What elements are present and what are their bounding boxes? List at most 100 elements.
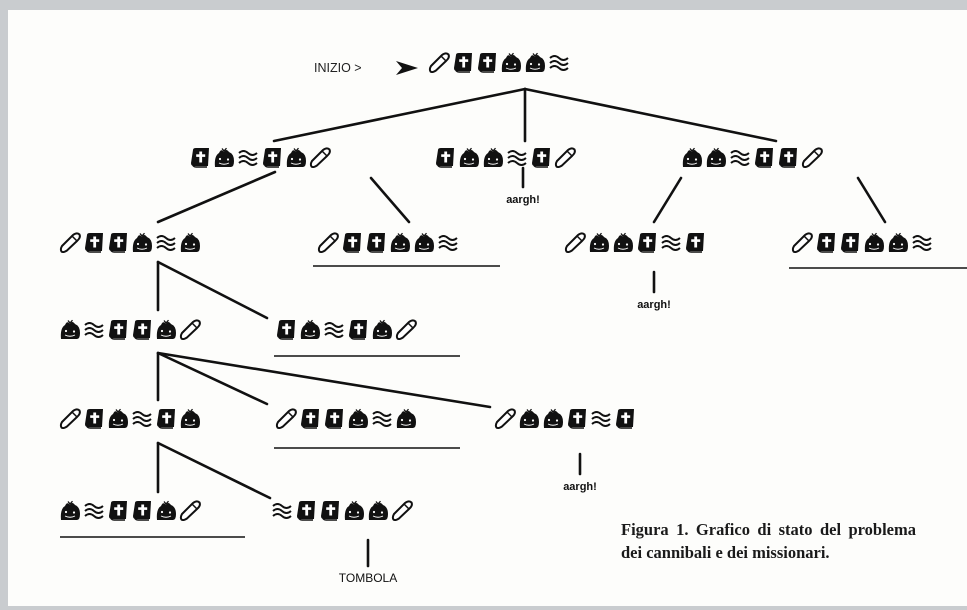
boat-icon <box>179 500 201 522</box>
bible-icon <box>108 232 128 253</box>
state-node <box>60 500 201 522</box>
cannibal-icon <box>483 147 504 168</box>
bible-icon <box>567 408 587 429</box>
edge <box>652 176 683 224</box>
start-label: INIZIO > <box>314 61 362 75</box>
river-icon <box>661 235 681 251</box>
state-node <box>276 319 417 341</box>
boat-icon <box>801 147 823 169</box>
cannibal-icon <box>156 500 177 521</box>
cannibal-icon <box>414 232 435 253</box>
state-graph: INIZIO > aargh! aargh! aargh! TOMBOLA <box>59 52 967 585</box>
state-node <box>791 232 932 254</box>
cannibal-icon <box>180 408 201 429</box>
river-icon <box>912 235 932 251</box>
edge <box>272 87 527 143</box>
page: INIZIO > aargh! aargh! aargh! TOMBOLA Fi… <box>8 10 967 606</box>
bible-icon <box>190 147 210 168</box>
state-node <box>59 232 201 254</box>
cannibal-icon <box>706 147 727 168</box>
figure-caption: Figura 1. Grafico di stato del problema … <box>621 520 916 562</box>
river-icon <box>84 503 104 519</box>
cannibal-icon <box>390 232 411 253</box>
boat-icon <box>59 232 81 254</box>
cannibal-icon <box>682 147 703 168</box>
boat-icon <box>179 319 201 341</box>
bible-icon <box>132 319 152 340</box>
state-node <box>564 232 705 254</box>
bible-icon <box>366 232 386 253</box>
boat-icon <box>428 52 450 74</box>
cannibal-icon <box>300 319 321 340</box>
start-arrow-icon <box>396 61 418 75</box>
bible-icon <box>84 408 104 429</box>
cannibal-icon <box>180 232 201 253</box>
boat-icon <box>554 147 576 169</box>
state-node <box>317 232 458 254</box>
cannibal-icon <box>864 232 885 253</box>
state-node <box>59 408 201 430</box>
river-icon <box>730 150 750 166</box>
bible-icon <box>156 408 176 429</box>
cannibal-icon <box>156 319 177 340</box>
death-label: aargh! <box>637 299 671 311</box>
bible-icon <box>108 319 128 340</box>
cannibal-icon <box>543 408 564 429</box>
cannibal-icon <box>372 319 393 340</box>
bible-icon <box>435 147 455 168</box>
cannibal-icon <box>368 500 389 521</box>
bible-icon <box>342 232 362 253</box>
cannibal-icon <box>286 147 307 168</box>
bible-icon <box>453 52 473 73</box>
state-node <box>435 147 576 169</box>
boat-icon <box>564 232 586 254</box>
edge <box>369 176 411 224</box>
bible-icon <box>132 500 152 521</box>
state-node <box>272 500 413 522</box>
state-node <box>60 319 201 341</box>
bible-icon <box>320 500 340 521</box>
edge <box>523 87 778 143</box>
bible-icon <box>262 147 282 168</box>
death-label: aargh! <box>506 194 540 206</box>
cannibal-icon <box>396 408 417 429</box>
death-label: aargh! <box>563 481 597 493</box>
cannibal-icon <box>344 500 365 521</box>
bible-icon <box>637 232 657 253</box>
river-icon <box>549 55 569 71</box>
cannibal-icon <box>519 408 540 429</box>
cannibal-icon <box>613 232 634 253</box>
river-icon <box>507 150 527 166</box>
boat-icon <box>59 408 81 430</box>
bible-icon <box>816 232 836 253</box>
cannibal-icon <box>459 147 480 168</box>
bible-icon <box>840 232 860 253</box>
river-icon <box>238 150 258 166</box>
boat-icon <box>275 408 297 430</box>
state-node <box>428 52 569 74</box>
river-icon <box>156 235 176 251</box>
state-node <box>494 408 635 430</box>
cannibal-icon <box>214 147 235 168</box>
bible-icon <box>84 232 104 253</box>
edge <box>856 176 887 224</box>
bible-icon <box>615 408 635 429</box>
cannibal-icon <box>348 408 369 429</box>
boat-icon <box>391 500 413 522</box>
cannibal-icon <box>589 232 610 253</box>
state-node <box>190 147 331 169</box>
boat-icon <box>395 319 417 341</box>
river-icon <box>84 322 104 338</box>
river-icon <box>372 411 392 427</box>
cannibal-icon <box>60 500 81 521</box>
boat-icon <box>494 408 516 430</box>
river-icon <box>438 235 458 251</box>
bible-icon <box>685 232 705 253</box>
cannibal-icon <box>132 232 153 253</box>
bible-icon <box>477 52 497 73</box>
bible-icon <box>276 319 296 340</box>
bible-icon <box>108 500 128 521</box>
state-node <box>275 408 417 430</box>
goal-label: TOMBOLA <box>339 571 397 585</box>
boat-icon <box>309 147 331 169</box>
